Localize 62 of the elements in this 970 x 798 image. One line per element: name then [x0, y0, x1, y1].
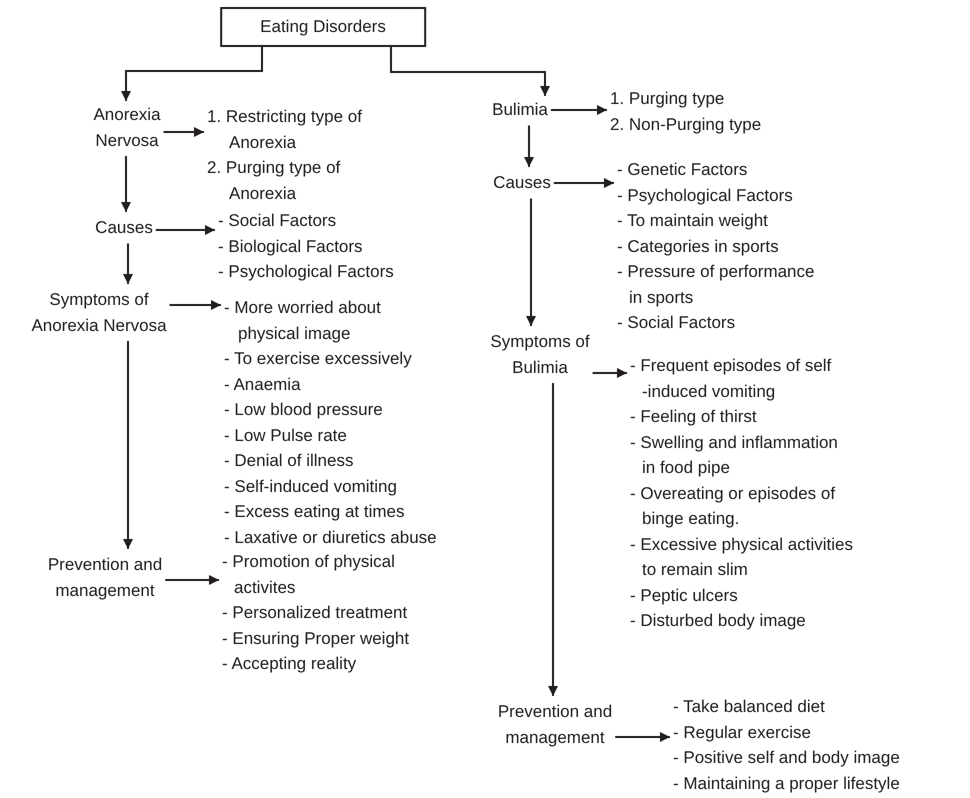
list-item: - Low blood pressure — [224, 399, 384, 421]
list-item: - Genetic Factors — [617, 159, 748, 181]
list-item: - Feeling of thirst — [630, 406, 758, 428]
title-box: Eating Disorders — [220, 7, 426, 46]
list-item: - Promotion of physical activites — [222, 551, 396, 598]
list-item: 1. Restricting type of Anorexia — [207, 106, 362, 154]
list-item: - Maintaining a proper lifestyle — [673, 772, 900, 794]
list-item: - Psychological Factors — [218, 261, 394, 283]
list-item: - Excessive physical activities to remain slim — [630, 534, 853, 581]
list-item: - Frequent episodes of self -induced vomiting — [630, 355, 832, 402]
arrow — [592, 368, 627, 378]
topic-label: Anorexia Nervosa — [93, 102, 161, 153]
list-item: - Denial of illness — [224, 450, 354, 472]
list-item: - Laxative or diuretics abuse — [224, 526, 437, 548]
list-item: - Anaemia — [224, 374, 302, 396]
arrow — [554, 178, 614, 188]
arrow — [550, 105, 607, 115]
list-item: - More worried about physical image — [224, 297, 382, 344]
topic-label: Symptoms of Bulimia — [490, 329, 590, 380]
list-item: - Categories in sports — [617, 236, 780, 258]
list-item: - Personalized treatment — [222, 602, 408, 624]
list-item: - Pressure of performance in sports — [617, 261, 814, 308]
list-item: - Disturbed body image — [630, 610, 807, 632]
list-item: - Psychological Factors — [617, 184, 794, 206]
list-item: - To maintain weight — [617, 210, 769, 232]
arrow — [164, 127, 204, 137]
list-item: - Swelling and inflammation in food pipe — [630, 432, 839, 479]
list-item: - Biological Factors — [218, 236, 364, 258]
topic-label: Prevention and management — [498, 699, 612, 750]
list-item: - Accepting reality — [222, 653, 358, 675]
arrow — [170, 300, 221, 310]
arrow — [165, 575, 219, 585]
arrow — [548, 383, 558, 696]
list-item: - Overeating or episodes of binge eating. — [630, 482, 836, 530]
list-item: - Social Factors — [617, 312, 736, 334]
topic-label: Causes — [493, 170, 551, 196]
list-item: - Low Pulse rate — [224, 424, 348, 446]
list-item: 1. Purging type — [610, 88, 726, 110]
list-item: - To exercise excessively — [224, 348, 413, 370]
arrow — [121, 46, 263, 101]
list-item: - Peptic ulcers — [630, 584, 739, 606]
list-item: 2. Non-Purging type — [610, 114, 762, 136]
arrow — [615, 732, 670, 742]
list-item: - Take balanced diet — [673, 696, 826, 718]
list-item: 2. Purging type of Anorexia — [207, 157, 342, 204]
list-item: - Excess eating at times — [224, 501, 406, 523]
arrow — [524, 126, 534, 167]
topic-label: Symptoms of Anorexia Nervosa — [31, 287, 167, 338]
arrow — [156, 225, 215, 235]
arrow — [526, 198, 536, 326]
topic-label: Causes — [95, 215, 153, 240]
arrow — [121, 156, 131, 212]
topic-label: Prevention and management — [48, 552, 162, 603]
list-item: - Regular exercise — [673, 722, 812, 744]
topic-label: Bulimia — [492, 97, 548, 122]
arrow — [390, 46, 550, 96]
list-item: - Self-induced vomiting — [224, 476, 398, 498]
list-item: - Social Factors — [218, 210, 338, 232]
list-item: - Ensuring Proper weight — [222, 628, 410, 650]
list-item: - Positive self and body image — [673, 747, 900, 769]
arrow — [123, 341, 133, 549]
arrow — [123, 244, 133, 284]
